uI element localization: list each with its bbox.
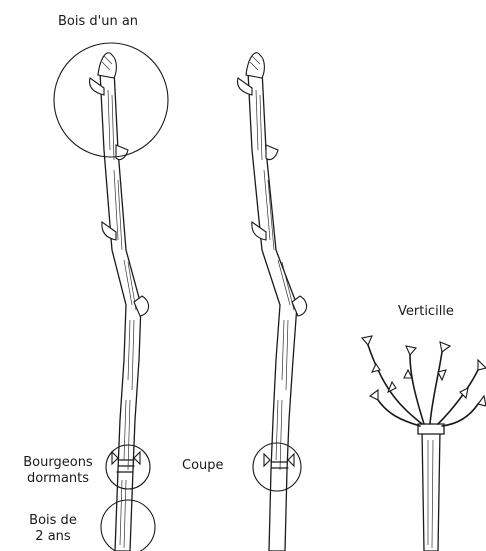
label-two-year-wood-line2: 2 ans (18, 529, 88, 545)
lateral-bud (116, 145, 128, 160)
label-one-year-wood: Bois d'un an (58, 14, 138, 30)
branch-whorl (362, 336, 486, 551)
label-dormant-buds: Bourgeons dormants (10, 455, 106, 487)
label-cut: Coupe (182, 458, 224, 474)
label-whorl: Verticille (398, 304, 454, 320)
label-dormant-buds-line1: Bourgeons (10, 455, 106, 471)
terminal-bud (98, 53, 116, 78)
label-two-year-wood-line1: Bois de (18, 513, 88, 529)
branch-cut (238, 53, 307, 551)
label-dormant-buds-line2: dormants (10, 471, 106, 487)
label-two-year-wood: Bois de 2 ans (18, 513, 88, 545)
